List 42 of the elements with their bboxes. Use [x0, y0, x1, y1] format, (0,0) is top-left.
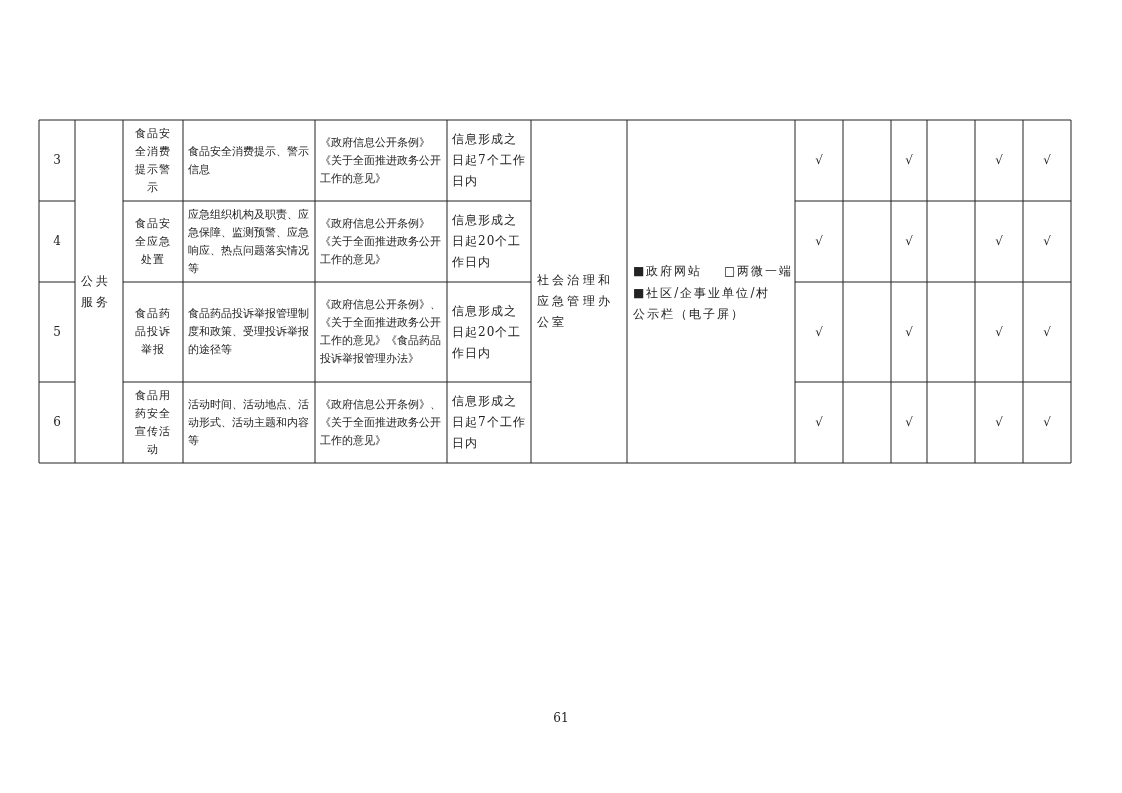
check-mark: √	[995, 414, 1003, 431]
time-limit-text: 信息形成之日起7个工作日内	[452, 131, 527, 190]
content-text: 食品安全消费提示、警示信息	[188, 143, 310, 178]
content-text: 应急组织机构及职责、应急保障、监测预警、应急响应、热点问题落实情况等	[188, 206, 310, 277]
item-name: 食品安全消费提示警示	[134, 125, 172, 196]
check-mark: √	[815, 323, 823, 341]
item-name: 食品药品投诉举报	[134, 306, 172, 358]
check-mark: √	[815, 233, 823, 250]
item-name: 食品安全应急处置	[134, 215, 172, 268]
check-mark: √	[1043, 414, 1051, 431]
time-limit-text: 信息形成之日起7个工作日内	[452, 393, 527, 452]
time-limit-text: 信息形成之日起20个工作日内	[452, 212, 523, 271]
page-number: 61	[553, 709, 569, 727]
check-mark: √	[905, 233, 913, 250]
department-text: 社会治理和应急管理办公室	[537, 271, 614, 331]
check-mark: √	[1043, 323, 1051, 341]
check-mark: √	[815, 414, 823, 431]
check-mark: √	[1043, 233, 1051, 250]
basis-text: 《政府信息公开条例》《关于全面推进政务公开工作的意见》	[320, 215, 442, 268]
check-mark: √	[815, 152, 823, 169]
content-text: 活动时间、活动地点、活动形式、活动主题和内容等	[188, 396, 310, 449]
check-mark: √	[995, 323, 1003, 341]
check-mark: √	[995, 233, 1003, 250]
row-number: 5	[53, 323, 61, 341]
check-mark: √	[905, 323, 913, 341]
basis-text: 《政府信息公开条例》《关于全面推进政务公开工作的意见》	[320, 134, 442, 187]
channel-option: ■社区/企事业单位/村公示栏（电子屏）	[633, 283, 783, 325]
content-text: 食品药品投诉举报管理制度和政策、受理投诉举报的途径等	[188, 306, 310, 358]
check-mark: √	[905, 414, 913, 431]
channel-option: ■政府网站	[633, 261, 703, 282]
check-mark: √	[1043, 152, 1051, 169]
check-mark: √	[995, 152, 1003, 169]
basis-text: 《政府信息公开条例》、《关于全面推进政务公开工作的意见》	[320, 396, 442, 449]
row-number: 4	[53, 233, 61, 250]
channel-option: □两微一端	[724, 261, 794, 282]
time-limit-text: 信息形成之日起20个工作日内	[452, 302, 523, 362]
basis-text: 《政府信息公开条例》、《关于全面推进政务公开工作的意见》《食品药品投诉举报管理办法》	[320, 297, 442, 367]
row-number: 6	[53, 414, 61, 431]
check-mark: √	[905, 152, 913, 169]
category-text: 公共服务	[81, 273, 112, 311]
row-number: 3	[53, 152, 61, 169]
item-name: 食品用药安全宣传活动	[134, 387, 172, 458]
